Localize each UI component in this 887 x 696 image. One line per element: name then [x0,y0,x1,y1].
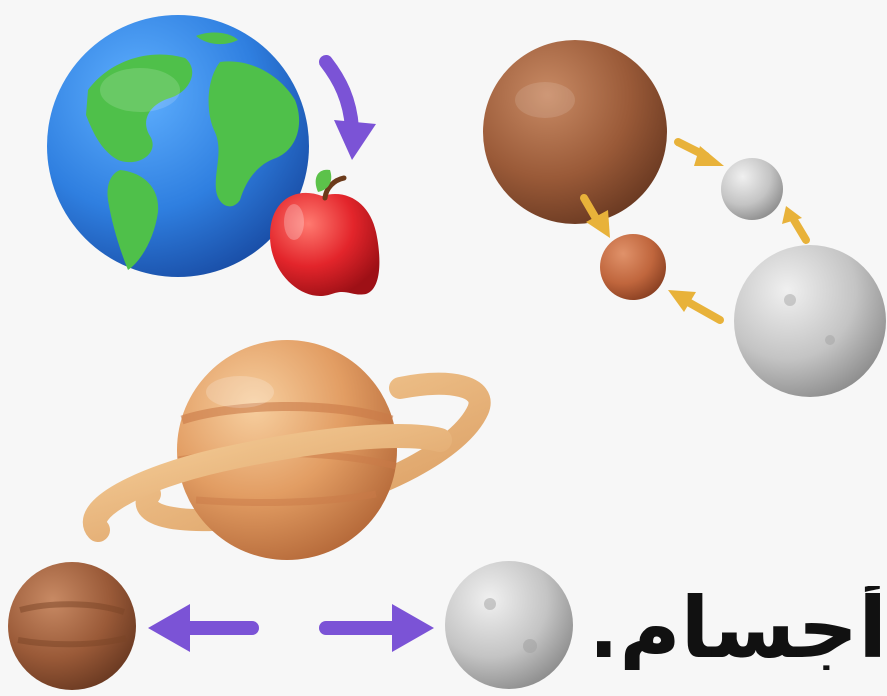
earth-icon [47,15,309,277]
arrow-icon [782,206,806,240]
arrow-icon [668,290,720,320]
arrow-icon [678,142,724,166]
arrow-icon [326,62,376,160]
arrow-icon [148,604,252,652]
caption-text: أجسام. [597,586,887,670]
small-brown-planet-icon [600,234,666,300]
big-gray-moon-icon [734,245,886,397]
arrow-icon [326,604,434,652]
bottom-brown-planet-icon [8,562,136,690]
bottom-gray-moon-icon [445,561,573,689]
brown-planet-icon [483,40,667,224]
gray-moon-icon [721,158,783,220]
saturn-icon [95,340,480,560]
